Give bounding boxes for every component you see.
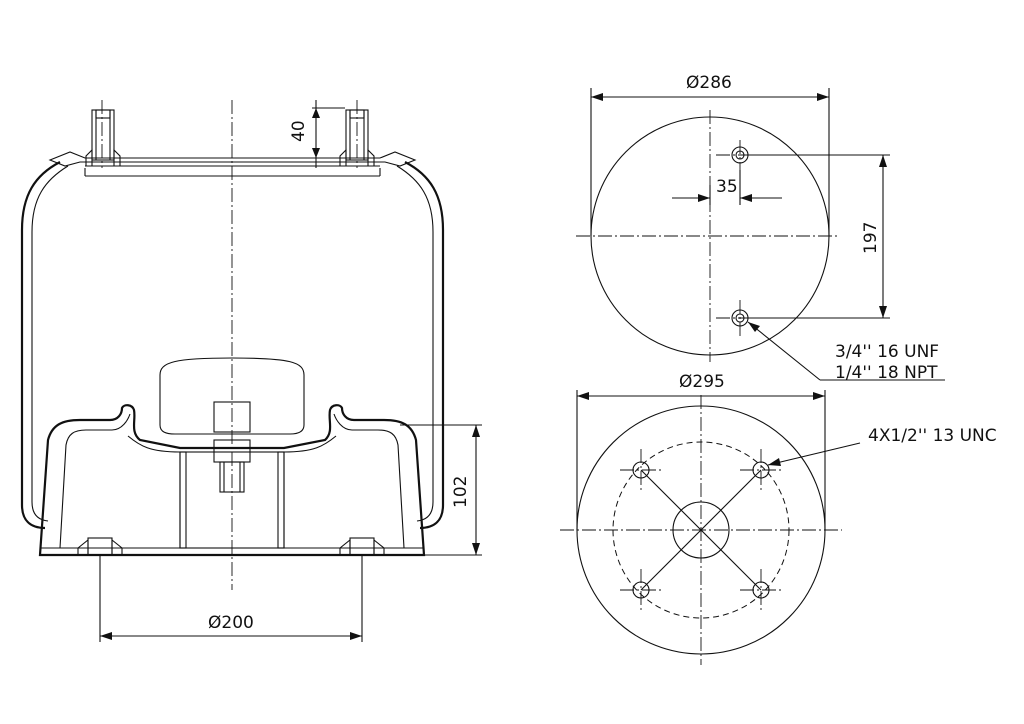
bottom-insert-left — [77, 537, 123, 556]
center-bolt — [213, 401, 251, 493]
bolt-note: 4X1/2'' 13 UNC — [868, 426, 997, 446]
dimension-hole-spacing: 197 — [748, 154, 890, 319]
bottom-bolt-spacing-label: Ø200 — [208, 613, 254, 633]
dimension-top-diameter: Ø286 — [590, 73, 830, 236]
right-stud — [339, 109, 375, 167]
hole-spacing-label: 197 — [861, 222, 881, 254]
dimension-stud-height: 40 — [289, 100, 345, 168]
side-view: 40 102 Ø200 — [20, 100, 482, 642]
thread-note-line1: 3/4'' 16 UNF — [835, 342, 939, 362]
dimension-hole-offset: 35 — [672, 170, 782, 205]
stud-height-label: 40 — [289, 120, 309, 142]
bottom-diameter-label: Ø295 — [679, 372, 725, 392]
bolt-note-leader: 4X1/2'' 13 UNC — [767, 426, 997, 466]
bottom-view: Ø295 4X1/2'' 13 UNC — [560, 372, 997, 665]
top-diameter-label: Ø286 — [686, 73, 732, 93]
bumper-pad — [159, 357, 305, 435]
bottom-insert-right — [339, 537, 385, 556]
top-bead-plate — [48, 151, 417, 167]
left-stud — [85, 109, 121, 167]
piston-height-label: 102 — [451, 476, 471, 508]
bellows-outline — [20, 161, 61, 530]
thread-note-leader: 3/4'' 16 UNF 1/4'' 18 NPT — [747, 321, 945, 383]
thread-note-line2: 1/4'' 18 NPT — [835, 363, 938, 383]
top-view: Ø286 35 197 3/4'' 16 UNF 1/4'' — [576, 73, 945, 383]
dimension-piston-height: 102 — [400, 424, 482, 556]
dimension-bottom-bolt-spacing: Ø200 — [99, 555, 363, 642]
hole-offset-label: 35 — [716, 177, 738, 197]
piston — [38, 404, 426, 557]
dimension-bottom-diameter: Ø295 — [576, 372, 826, 530]
